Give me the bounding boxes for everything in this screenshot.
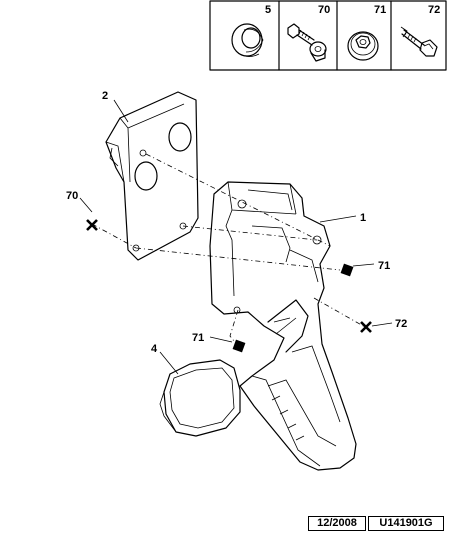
bracket-hole xyxy=(134,161,158,191)
footer-code: U141901G xyxy=(368,516,444,531)
screw-70-marker xyxy=(86,219,98,231)
screw-washer-icon xyxy=(287,23,327,62)
parts-legend: 5 70 71 72 xyxy=(209,0,447,71)
accelerator-pedal-part-1 xyxy=(209,181,357,471)
centre-line xyxy=(145,153,331,247)
clip-grommet-icon xyxy=(231,23,264,57)
centre-line xyxy=(182,225,318,241)
flange-nut-icon xyxy=(347,31,379,61)
leader-line xyxy=(159,351,179,375)
callout-72: 72 xyxy=(395,318,407,330)
callout-1: 1 xyxy=(360,212,366,224)
leader-line xyxy=(209,336,233,343)
bolt-72-marker xyxy=(360,321,372,333)
pedal-arm-plate xyxy=(267,299,309,353)
footer-date: 12/2008 xyxy=(308,516,366,531)
centre-line xyxy=(229,309,239,347)
leader-line xyxy=(352,263,375,267)
callout-71-left: 71 xyxy=(192,332,204,344)
legend-frame xyxy=(209,0,447,71)
legend-ref-5: 5 xyxy=(265,4,271,16)
nut-71-marker xyxy=(340,263,354,277)
centre-line xyxy=(313,297,366,328)
legend-ref-70: 70 xyxy=(318,4,330,16)
leader-line xyxy=(319,215,357,223)
leader-line xyxy=(113,99,129,123)
hex-bolt-icon xyxy=(400,26,438,57)
callout-4: 4 xyxy=(151,343,158,355)
leader-line xyxy=(371,322,393,327)
mounting-bracket-part-2 xyxy=(105,91,199,261)
pedal-cover-part-4 xyxy=(159,359,241,437)
callout-71-right: 71 xyxy=(378,260,390,272)
centre-line xyxy=(91,223,341,271)
legend-ref-72: 72 xyxy=(428,4,440,16)
callout-2: 2 xyxy=(102,90,108,102)
nut-71-marker xyxy=(232,339,246,353)
bracket-hole xyxy=(168,122,192,152)
leader-line xyxy=(79,197,93,213)
legend-ref-71: 71 xyxy=(374,4,386,16)
callout-70: 70 xyxy=(66,190,78,202)
